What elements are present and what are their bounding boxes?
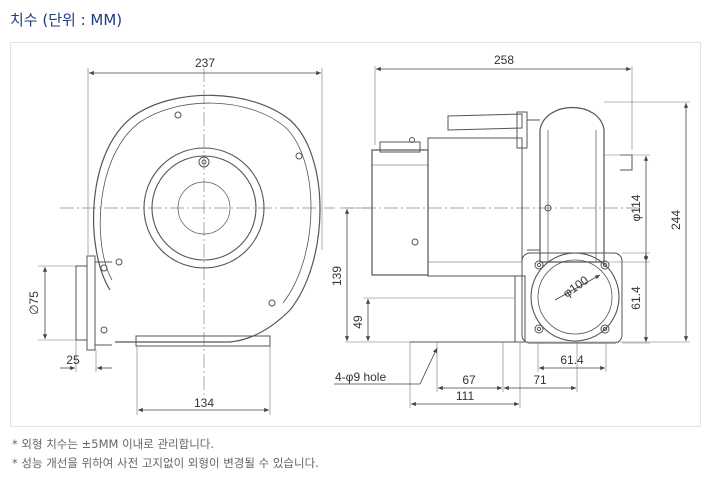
side-view: [334, 66, 690, 408]
dim-outlet-diameter: φ100: [560, 273, 591, 301]
dim-base-width: 134: [194, 396, 214, 410]
dim-width-side: 258: [494, 53, 514, 67]
dim-foot-spacing: 67: [462, 373, 476, 387]
front-view: [38, 68, 335, 415]
note-design-change: * 성능 개선을 위하여 사전 고지없이 외형이 변경될 수 있습니다.: [12, 456, 319, 470]
note-tolerance: * 외형 치수는 ±5MM 이내로 관리합니다.: [12, 437, 215, 451]
dim-center-height: 139: [330, 266, 344, 286]
dim-foot-height: 49: [351, 315, 365, 329]
dim-flange-diameter: φ114: [629, 194, 643, 221]
dim-hole-callout: 4-φ9 hole: [335, 370, 386, 384]
dim-inlet-diameter: ∅75: [27, 291, 41, 315]
page-title: 치수 (단위 : MM): [10, 11, 123, 29]
dim-flange-horizontal: 61.4: [560, 353, 584, 367]
dim-inlet-length: 25: [66, 353, 80, 367]
drawing-frame: [10, 42, 701, 427]
dim-base-length: 111: [456, 389, 475, 403]
dim-width-front: 237: [195, 56, 215, 70]
dim-flange-vertical: 61.4: [629, 286, 643, 310]
dim-outlet-offset: 71: [533, 373, 547, 387]
dim-total-height: 244: [669, 210, 683, 230]
